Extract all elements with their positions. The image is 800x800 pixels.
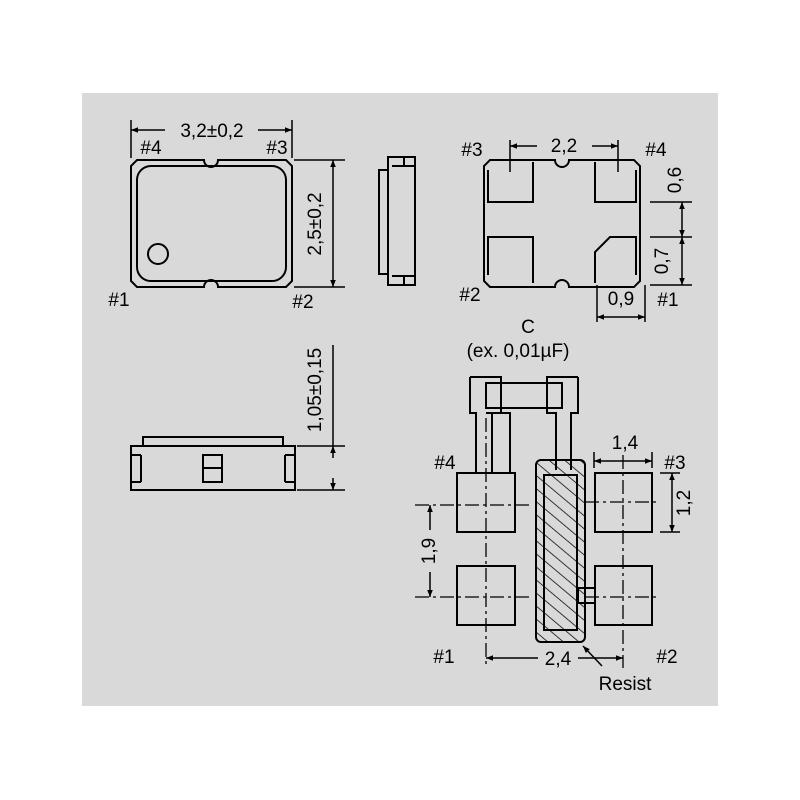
pin2-label: #2 [656,647,677,668]
height-dim: 2,5±0,2 [305,192,326,255]
pad-height-dim: 0,6 [665,167,686,193]
side-view: 1,05±0,15 [130,345,345,491]
land-pattern: C (ex. 0,01µF) 1,4 1,2 1,9 2,4 [415,317,695,695]
gap-dim: 0,7 [652,248,673,274]
resist-area [535,459,586,643]
pin1-label: #1 [108,290,129,311]
resist-label: Resist [599,674,653,695]
pad-width-dim: 0,9 [608,289,634,310]
pin4-label: #4 [645,140,667,161]
pin4-label: #4 [140,138,162,159]
bottom-view: 2,2 #3 #4 #2 #1 0,6 0,7 0,9 [459,136,692,322]
vertical-pitch-dim: 1,9 [419,538,440,564]
height-dim: 1,05±0,15 [305,348,326,432]
pad-3 [487,162,534,203]
pad-height-dim: 1,2 [674,490,695,516]
drawing-panel [82,93,718,706]
side-view-narrow [378,156,416,286]
resist-leader-arrow [582,645,603,667]
pin3-label: #3 [461,140,482,161]
lid-outline [136,165,287,282]
pin2-label: #2 [459,285,480,306]
pad-width-dim: 1,4 [612,433,639,454]
pin3-label: #3 [266,138,287,159]
pad-1 [594,236,637,283]
capacitor-label: C [521,317,535,338]
capacitor-note: (ex. 0,01µF) [467,341,570,362]
pin1-marker-icon [147,243,169,265]
pad-4 [594,162,637,203]
top-view: 3,2±0,2 #4 #3 #1 #2 2,5±0,2 [108,120,345,313]
horizontal-pitch-dim: 2,4 [545,649,572,670]
pin1-label: #1 [657,290,678,311]
width-dim: 3,2±0,2 [180,121,243,142]
capacitor-body [485,382,563,409]
pin4-label: #4 [434,453,456,474]
pin2-label: #2 [292,292,313,313]
pin3-label: #3 [664,453,685,474]
pitch-dim: 2,2 [551,136,577,157]
pin1-label: #1 [433,647,454,668]
pad-2 [487,236,534,283]
